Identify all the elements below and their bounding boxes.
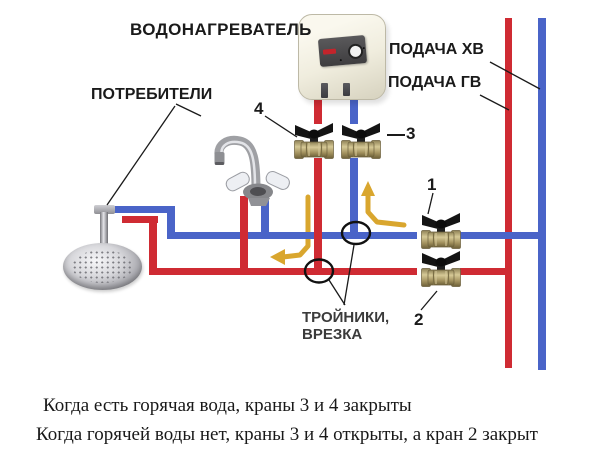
- leader-valve2: [420, 290, 438, 311]
- ball-valve-4: [294, 121, 334, 161]
- valve-4-number: 4: [254, 99, 264, 118]
- flow-arrow-up-head: [361, 181, 375, 196]
- pipe-cold-heater-stub: [350, 97, 358, 124]
- flow-arrow-up: [365, 192, 407, 228]
- note-line-2: Когда горячей воды нет, краны 3 и 4 откр…: [36, 424, 538, 445]
- heater-control-panel: [317, 35, 368, 67]
- heater-outlet-cold: [343, 83, 350, 96]
- flow-arrow-left: [280, 194, 311, 260]
- pipe-cold-main-horiz: [167, 232, 417, 239]
- cold-supply-label: ПОДАЧА ХВ: [389, 41, 484, 58]
- water-heater: [298, 14, 386, 100]
- pipe-hot-shower-corner: [149, 216, 157, 275]
- hot-supply-label: ПОДАЧА ГВ: [388, 74, 482, 91]
- tees-label-line1: ТРОЙНИКИ,: [302, 309, 390, 326]
- pipe-cold-right-seg: [460, 232, 546, 239]
- ball-valve-1: [421, 211, 461, 251]
- pipe-cold-shower-corner: [167, 206, 175, 239]
- tees-label: ТРОЙНИКИ, ВРЕЗКА: [302, 309, 412, 343]
- leader-consumers-shower: [106, 105, 176, 206]
- flow-arrow-left-head: [270, 249, 285, 265]
- ball-valve-2: [421, 249, 461, 289]
- valve-3-number: 3: [406, 124, 416, 143]
- ball-valve-3: [341, 121, 381, 161]
- leader-tee-hot: [328, 279, 346, 306]
- kitchen-faucet: [214, 135, 290, 206]
- heater-logo: [322, 48, 337, 55]
- shower-arm: [100, 212, 108, 247]
- tees-label-line2: ВРЕЗКА: [302, 326, 363, 343]
- leader-cold-supply: [489, 61, 541, 90]
- pipe-cold-riser: [538, 18, 546, 370]
- pipe-hot-main-horiz: [149, 268, 417, 275]
- pipe-hot-valve4-drop: [314, 158, 322, 275]
- heater-screw: [362, 47, 365, 50]
- heater-dial: [347, 43, 364, 60]
- shower-holes: [72, 250, 133, 283]
- shower-head: [63, 243, 142, 290]
- pipe-hot-faucet-drop: [240, 196, 248, 275]
- leader-consumers-faucet: [175, 103, 202, 117]
- valve-2-number: 2: [414, 310, 424, 329]
- pipe-cold-shower-horiz: [113, 206, 175, 213]
- pipe-hot-right-seg: [460, 268, 509, 275]
- pipe-hot-heater-stub: [314, 99, 322, 124]
- pipe-cold-valve3-drop: [350, 158, 358, 239]
- leader-tee-cold: [343, 244, 355, 306]
- shower-mount: [94, 205, 115, 214]
- heater-screw: [339, 59, 342, 62]
- pipe-hot-riser: [505, 18, 512, 368]
- consumers-label: ПОТРЕБИТЕЛИ: [91, 86, 213, 103]
- water-heater-label: ВОДОНАГРЕВАТЕЛЬ: [130, 20, 312, 39]
- valve-1-number: 1: [427, 175, 437, 194]
- note-line-1: Когда есть горячая вода, краны 3 и 4 зак…: [43, 395, 412, 416]
- pipe-hot-shower-horiz: [122, 216, 158, 223]
- pipe-cold-faucet-drop: [261, 196, 269, 239]
- heater-outlet-hot: [321, 83, 328, 98]
